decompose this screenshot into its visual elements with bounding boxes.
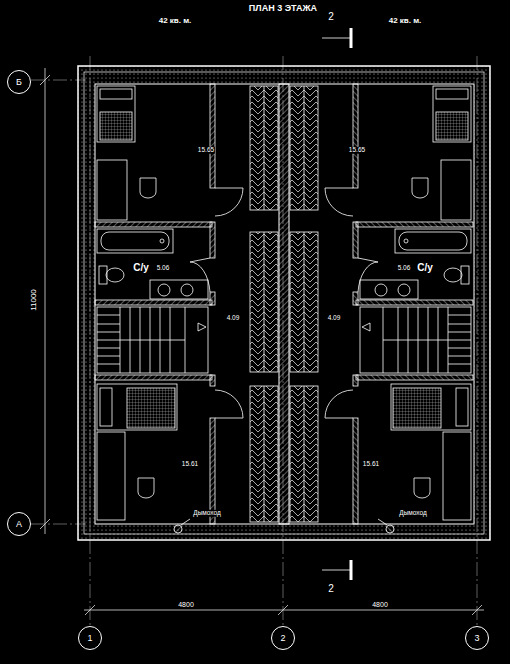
dimension: 11000 — [30, 288, 38, 312]
bathroom-fixtures — [97, 229, 208, 299]
room-area: 15.65 — [197, 147, 215, 154]
stair — [97, 307, 208, 373]
chimney — [174, 519, 190, 533]
section-number: 2 — [327, 12, 335, 22]
room-area: 4.09 — [327, 315, 342, 322]
area-caption: 42 кв. м. — [388, 17, 423, 25]
room-area: 15.61 — [362, 461, 380, 468]
room-area: 4.09 — [226, 315, 241, 322]
axis-bubble: А — [7, 512, 31, 536]
room-area: 5.06 — [397, 265, 412, 272]
furniture — [97, 86, 156, 220]
furniture — [97, 384, 177, 520]
room-area: 5.06 — [156, 265, 171, 272]
axis-bubble: 3 — [465, 626, 489, 650]
chimney-label: Дымоход — [192, 510, 222, 517]
axis-mark: 2 — [280, 634, 285, 643]
axis-mark: А — [16, 520, 22, 529]
area-caption: 42 кв. м. — [158, 17, 193, 25]
section-mark — [322, 28, 351, 580]
exterior-wall — [78, 66, 490, 540]
axis-bubble: Б — [7, 70, 31, 94]
dimension: 4800 — [371, 601, 389, 608]
axis-bubble: 2 — [271, 626, 295, 650]
room-name: С/у — [416, 263, 434, 273]
door-swing — [190, 188, 243, 418]
dimension: 4800 — [177, 601, 195, 608]
apartment-unit — [95, 84, 278, 533]
wardrobe — [250, 86, 278, 522]
room-area: 15.61 — [181, 461, 199, 468]
room-area: 15.65 — [348, 147, 366, 154]
room-name: С/у — [132, 263, 150, 273]
axis-mark: Б — [16, 78, 22, 87]
axis-mark: 1 — [87, 634, 92, 643]
chimney-label: Дымоход — [398, 510, 428, 517]
axis-mark: 3 — [474, 634, 479, 643]
axis-bubble: 1 — [78, 626, 102, 650]
plan-title: ПЛАН 3 ЭТАЖА — [248, 4, 318, 13]
section-number: 2 — [327, 584, 335, 594]
apartment-unit-mirror — [290, 84, 473, 533]
